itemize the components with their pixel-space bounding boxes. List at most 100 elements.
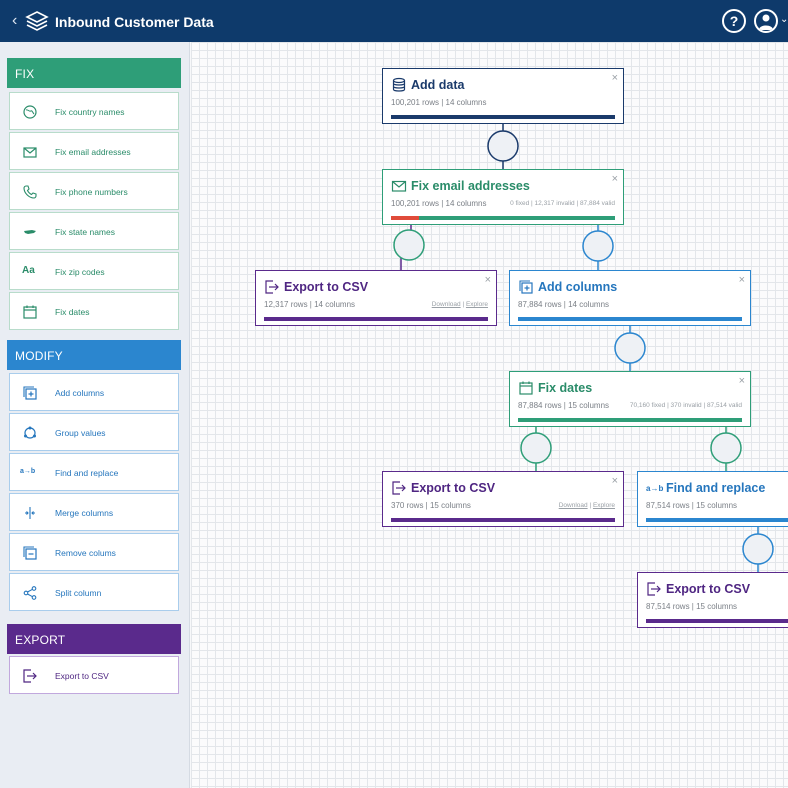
node-export-to-csv-1[interactable]: Export to CSV 12,317 rows | 14 columns D… <box>255 270 497 326</box>
add-column-icon <box>23 386 37 400</box>
sidebar-item-fix-phone-numbers[interactable]: Fix phone numbers <box>9 172 179 210</box>
node-export-to-csv-3[interactable]: Export to CSV 87,514 rows | 15 columns <box>637 572 788 628</box>
workflow-canvas[interactable]: Add data 100,201 rows | 14 columns × Fix… <box>191 42 788 788</box>
explore-link[interactable]: Explore <box>465 301 488 308</box>
node-add-columns[interactable]: Add columns 87,884 rows | 14 columns × <box>509 270 751 326</box>
sidebar-item-label: Fix email addresses <box>55 147 131 157</box>
close-icon[interactable]: × <box>484 274 491 286</box>
app-title: Inbound Customer Data <box>55 14 214 30</box>
explore-link[interactable]: Explore <box>592 502 615 509</box>
node-progress-bar <box>391 115 615 119</box>
close-icon[interactable]: × <box>738 375 745 387</box>
node-title: Export to CSV <box>284 280 369 294</box>
node-subtitle: 87,884 rows | 14 columns <box>518 300 610 309</box>
node-title: Add columns <box>538 280 618 294</box>
app-header: ‹ Inbound Customer Data ? ⌄ <box>0 0 788 42</box>
sidebar-item-export-to-csv[interactable]: Export to CSV <box>9 656 179 694</box>
export-icon <box>23 669 37 683</box>
calendar-icon <box>519 381 533 395</box>
node-subtitle: 87,514 rows | 15 columns <box>646 602 738 611</box>
layers-icon <box>25 11 49 31</box>
close-icon[interactable]: × <box>611 72 618 84</box>
find-replace-icon: a→b <box>20 468 36 475</box>
section-header-fix: FIX <box>7 58 181 88</box>
remove-column-icon <box>23 546 37 560</box>
state-map-icon <box>24 230 36 234</box>
node-progress-bar <box>646 619 788 623</box>
envelope-icon <box>23 147 37 158</box>
back-chevron-icon[interactable]: ‹ <box>12 12 18 29</box>
section-header-modify: MODIFY <box>7 340 181 370</box>
node-progress-bar <box>264 317 488 321</box>
sidebar-item-add-columns[interactable]: Add columns <box>9 373 179 411</box>
sidebar-item-group-values[interactable]: Group values <box>9 413 179 451</box>
close-icon[interactable]: × <box>611 475 618 487</box>
node-stats: 70,160 fixed | 370 invalid | 87,514 vali… <box>629 402 742 409</box>
export-icon <box>647 582 661 596</box>
sidebar-item-label: Remove colums <box>55 548 116 558</box>
group-icon <box>24 426 36 439</box>
database-icon <box>392 77 406 92</box>
sidebar-item-label: Fix zip codes <box>55 267 105 277</box>
sidebar-item-label: Add columns <box>55 388 105 398</box>
node-fix-dates[interactable]: Fix dates 87,884 rows | 15 columns 70,16… <box>509 371 751 427</box>
user-icon[interactable] <box>754 9 778 33</box>
text-aa-icon: Aa <box>22 265 35 276</box>
export-icon <box>392 481 406 495</box>
node-export-to-csv-2[interactable]: Export to CSV 370 rows | 15 columns Down… <box>382 471 624 527</box>
globe-icon <box>23 105 37 119</box>
node-title: Add data <box>411 78 465 92</box>
node-subtitle: 12,317 rows | 14 columns <box>264 300 356 309</box>
node-title: Fix dates <box>538 381 593 395</box>
sidebar-item-label: Fix phone numbers <box>55 187 128 197</box>
node-connectors <box>393 124 774 572</box>
node-subtitle: 100,201 rows | 14 columns <box>391 98 487 107</box>
node-subtitle: 87,514 rows | 15 columns <box>646 501 738 510</box>
sidebar-item-fix-dates[interactable]: Fix dates <box>9 292 179 330</box>
node-progress-bar <box>391 216 615 220</box>
sidebar-item-find-and-replace[interactable]: a→b Find and replace <box>9 453 179 491</box>
split-icon <box>23 586 37 600</box>
node-title: Export to CSV <box>666 582 751 596</box>
sidebar-item-label: Split column <box>55 588 102 598</box>
node-progress-bar <box>518 317 742 321</box>
sidebar: FIX Fix country names Fix email addresse… <box>0 42 190 788</box>
sidebar-item-fix-country-names[interactable]: Fix country names <box>9 92 179 130</box>
node-links: Download | Explore <box>432 301 488 308</box>
calendar-icon <box>23 305 37 319</box>
phone-icon <box>23 185 37 199</box>
sidebar-item-fix-zip-codes[interactable]: Aa Fix zip codes <box>9 252 179 290</box>
envelope-icon <box>391 180 407 192</box>
sidebar-item-fix-state-names[interactable]: Fix state names <box>9 212 179 250</box>
close-icon[interactable]: × <box>611 173 618 185</box>
download-link[interactable]: Download <box>431 301 461 308</box>
node-subtitle: 100,201 rows | 14 columns <box>391 199 487 208</box>
node-progress-bar <box>391 518 615 522</box>
node-find-and-replace[interactable]: a→b Find and replace 87,514 rows | 15 co… <box>637 471 788 527</box>
find-replace-icon: a→b <box>646 484 664 493</box>
link-separator: | <box>589 502 592 509</box>
close-icon[interactable]: × <box>738 274 745 286</box>
node-title: Find and replace <box>666 481 766 495</box>
node-progress-bar <box>518 418 742 422</box>
node-add-data[interactable]: Add data 100,201 rows | 14 columns × <box>382 68 624 124</box>
sidebar-item-split-column[interactable]: Split column <box>9 573 179 611</box>
node-fix-email-addresses[interactable]: Fix email addresses 100,201 rows | 14 co… <box>382 169 624 225</box>
node-progress-bar <box>646 518 788 522</box>
sidebar-item-label: Fix country names <box>55 107 125 117</box>
invalid-segment <box>391 216 419 220</box>
sidebar-item-fix-email-addresses[interactable]: Fix email addresses <box>9 132 179 170</box>
merge-icon <box>25 507 35 519</box>
node-subtitle: 370 rows | 15 columns <box>391 501 471 510</box>
node-title: Export to CSV <box>411 481 496 495</box>
node-subtitle: 87,884 rows | 15 columns <box>518 401 610 410</box>
chevron-down-icon[interactable]: ⌄ <box>780 14 788 25</box>
download-link[interactable]: Download <box>558 502 588 509</box>
node-title: Fix email addresses <box>411 179 530 193</box>
sidebar-item-label: Merge columns <box>55 508 114 518</box>
sidebar-item-label: Export to CSV <box>55 671 109 681</box>
sidebar-item-merge-columns[interactable]: Merge columns <box>9 493 179 531</box>
sidebar-item-remove-columns[interactable]: Remove colums <box>9 533 179 571</box>
help-icon[interactable]: ? <box>722 9 746 33</box>
sidebar-item-label: Fix dates <box>55 307 90 317</box>
